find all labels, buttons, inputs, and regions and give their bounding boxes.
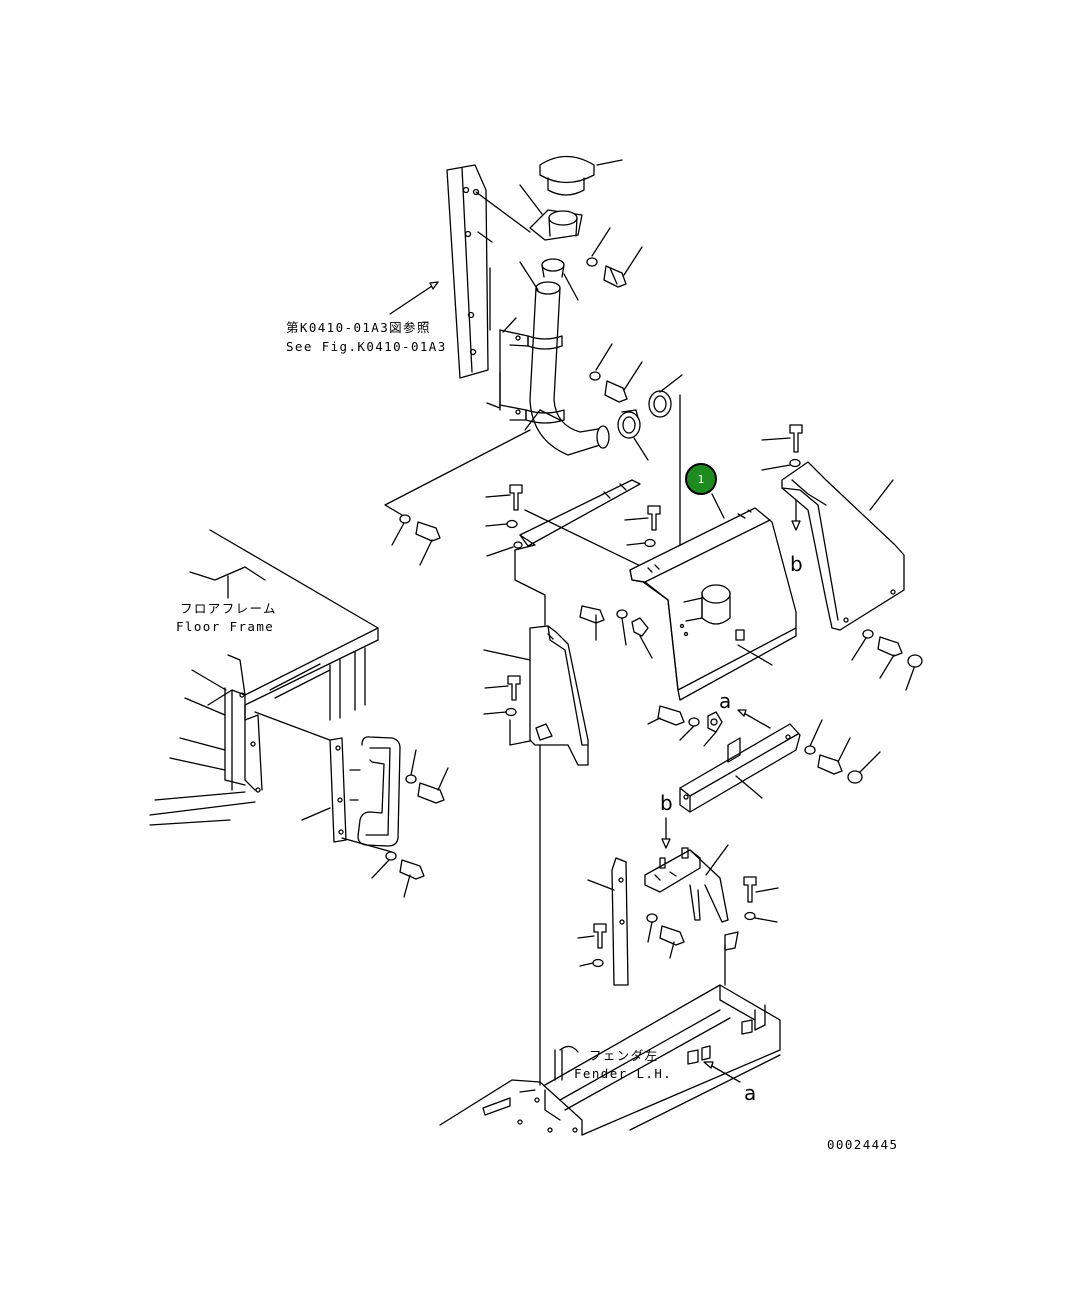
reference-label: 第K0410-01A3図参照 See Fig.K0410-01A3 xyxy=(286,320,447,354)
floor-frame-label-ja: フロアフレーム xyxy=(180,601,277,616)
callout-badge-1: 1 xyxy=(685,463,725,519)
fastener-set-top xyxy=(586,257,672,439)
fastener-set-mid xyxy=(579,605,723,747)
center-support-plate xyxy=(483,625,589,766)
handrail-bracket xyxy=(301,736,449,898)
floor-frame: フロアフレーム Floor Frame xyxy=(149,529,379,826)
side-frame-rail xyxy=(446,164,489,379)
part-number: 00024445 xyxy=(827,1137,898,1152)
step-bar: a xyxy=(679,689,881,813)
callout-number: 1 xyxy=(698,473,705,486)
fender-label-ja: フェンダ左 xyxy=(589,1048,659,1063)
letter-b-center: b xyxy=(660,791,673,815)
fender-label-en: Fender L.H. xyxy=(574,1066,672,1081)
letter-a-bottom: a xyxy=(744,1081,756,1105)
fastener-set-center xyxy=(391,484,661,566)
lower-bracket-set: b xyxy=(577,791,779,986)
right-fender-cover: b xyxy=(761,424,923,691)
floor-frame-label-en: Floor Frame xyxy=(176,619,274,634)
leader-lines-top xyxy=(389,159,683,461)
reference-label-ja: 第K0410-01A3図参照 xyxy=(286,320,431,335)
pipe-assembly xyxy=(499,155,610,456)
reference-label-en: See Fig.K0410-01A3 xyxy=(286,339,447,354)
left-fender: a フェンダ左 Fender L.H. xyxy=(439,984,781,1136)
letter-a-top: a xyxy=(719,689,731,713)
letter-b-right: b xyxy=(790,552,803,576)
main-cover-panel xyxy=(629,507,797,701)
